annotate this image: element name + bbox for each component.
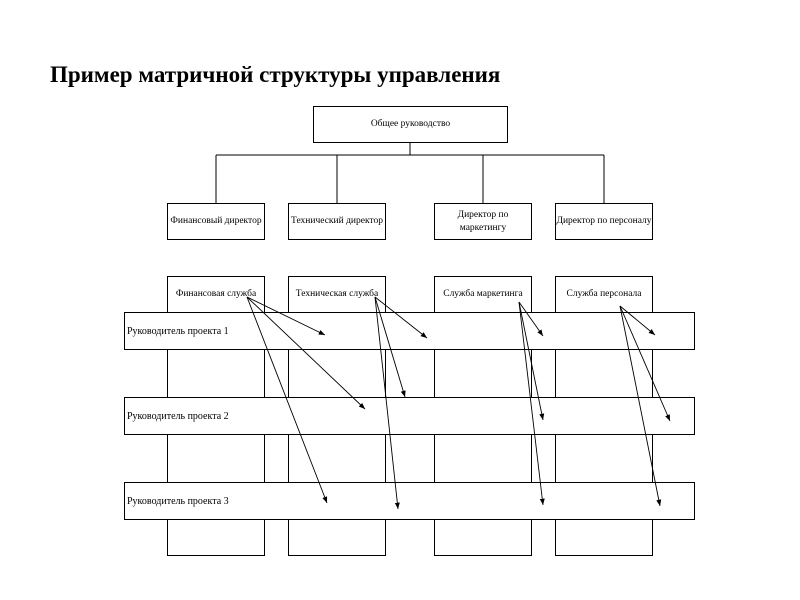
general-management-box: Общее руководство	[313, 106, 508, 143]
project-manager-1-bar: Руководитель проекта 1	[124, 312, 695, 350]
financial-service-label: Финансовая служба	[175, 288, 257, 299]
arrow-hr-p1	[619, 305, 656, 336]
marketing-director-box: Директор по маркетингу	[434, 203, 532, 240]
marketing-service-label: Служба маркетинга	[443, 288, 523, 299]
arrow-fin-p3	[246, 296, 328, 504]
arrow-fin-p2	[246, 296, 366, 410]
project-manager-2-label: Руководитель проекта 2	[127, 410, 229, 422]
arrow-tech-p3	[374, 296, 400, 510]
project-manager-3-label: Руководитель проекта 3	[127, 495, 229, 507]
technical-director-box: Технический директор	[288, 203, 386, 240]
hr-service-label: Служба персонала	[566, 288, 642, 299]
hr-director-box: Директор по персоналу	[555, 203, 653, 240]
arrow-mkt-p1	[518, 301, 544, 337]
arrow-tech-p2	[374, 296, 406, 398]
arrow-fin-p1	[246, 296, 326, 336]
arrow-tech-p1	[374, 296, 428, 339]
project-manager-3-bar: Руководитель проекта 3	[124, 482, 695, 520]
arrow-mkt-p2	[518, 301, 545, 421]
project-manager-2-bar: Руководитель проекта 2	[124, 397, 695, 435]
financial-director-box: Финансовый директор	[167, 203, 265, 240]
page-title: Пример матричной структуры управления	[50, 62, 501, 87]
arrow-mkt-p3	[518, 301, 545, 506]
technical-service-label: Техническая служба	[295, 288, 379, 299]
arrow-hr-p3	[619, 305, 662, 507]
project-manager-1-label: Руководитель проекта 1	[127, 325, 229, 337]
arrow-hr-p2	[619, 305, 671, 422]
